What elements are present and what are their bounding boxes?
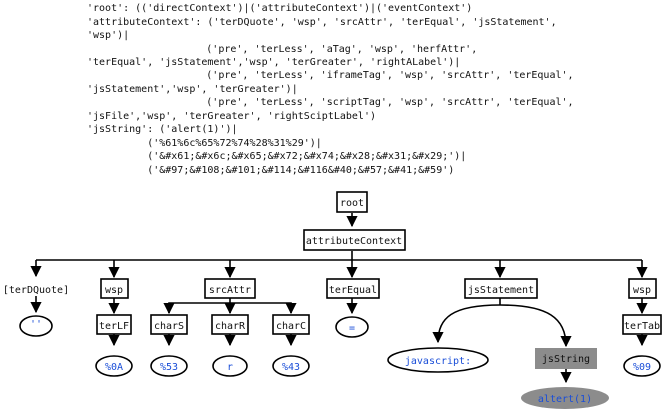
node-attribute-context: attributeContext bbox=[303, 229, 406, 251]
node-char-r: charR bbox=[211, 314, 249, 335]
svg-text:r: r bbox=[227, 362, 233, 373]
node-ter-lf: terLF bbox=[96, 314, 132, 335]
svg-text:'': '' bbox=[30, 319, 42, 330]
svg-text:altert(1): altert(1) bbox=[538, 394, 592, 405]
grammar-line: 'jsFile','wsp', 'terGreater', 'rightScip… bbox=[87, 111, 376, 122]
leaf-r: r bbox=[212, 355, 248, 377]
node-ter-tab: terTab bbox=[622, 314, 662, 335]
leaf-eq: = bbox=[335, 316, 369, 338]
grammar-line: ('pre', 'terLess', 'scriptTag', 'wsp', '… bbox=[122, 97, 574, 108]
grammar-listing: 'root': (('directContext')|('attributeCo… bbox=[87, 3, 574, 176]
node-wsp-2: wsp bbox=[628, 278, 657, 299]
svg-text:charR: charR bbox=[215, 321, 246, 332]
grammar-line: 'wsp')| bbox=[87, 30, 130, 41]
svg-text:charS: charS bbox=[154, 321, 184, 332]
svg-text:wsp: wsp bbox=[105, 285, 123, 296]
edge-to-leaf-javascript bbox=[432, 304, 501, 344]
node-src-attr: srcAttr bbox=[204, 278, 256, 299]
tree-edges bbox=[30, 213, 648, 384]
node-ter-equal: terEqual bbox=[326, 278, 380, 299]
svg-text:srcAttr: srcAttr bbox=[209, 285, 251, 296]
svg-text:terTab: terTab bbox=[624, 321, 660, 332]
grammar-line: 'jsString': ('alert(1)')| bbox=[87, 124, 238, 135]
svg-text:terLF: terLF bbox=[99, 321, 129, 332]
node-js-statement: jsStatement bbox=[464, 278, 538, 299]
svg-text:%09: %09 bbox=[633, 362, 651, 373]
leaf-quote: '' bbox=[19, 315, 53, 337]
leaf-javascript: javascript: bbox=[387, 347, 489, 373]
grammar-line: 'root': (('directContext')|('attributeCo… bbox=[87, 3, 473, 14]
leaf-09: %09 bbox=[623, 355, 661, 377]
svg-text:%53: %53 bbox=[160, 362, 178, 373]
svg-text:wsp: wsp bbox=[633, 285, 651, 296]
svg-text:%0A: %0A bbox=[105, 362, 123, 373]
node-terdquote: [terDQuote] bbox=[3, 285, 69, 296]
grammar-line: 'jsStatement','wsp', 'terGreater')| bbox=[87, 84, 298, 95]
node-wsp-1: wsp bbox=[100, 278, 129, 299]
svg-text:jsString: jsString bbox=[542, 354, 590, 365]
svg-text:=: = bbox=[349, 323, 355, 334]
edge-to-jsstring bbox=[499, 304, 572, 348]
node-root: root bbox=[336, 191, 368, 213]
svg-text:%43: %43 bbox=[282, 362, 300, 373]
node-js-string: jsString bbox=[535, 348, 597, 369]
svg-text:javascript:: javascript: bbox=[405, 356, 471, 367]
grammar-line: ('pre', 'terLess', 'aTag', 'wsp', 'herfA… bbox=[122, 44, 478, 55]
grammar-line: ('pre', 'terLess', 'iframeTag', 'wsp', '… bbox=[122, 70, 574, 81]
svg-text:charC: charC bbox=[276, 321, 306, 332]
svg-text:[terDQuote]: [terDQuote] bbox=[3, 285, 69, 296]
svg-text:jsStatement: jsStatement bbox=[468, 285, 534, 296]
grammar-line: ('%61%6c%65%72%74%28%31%29')| bbox=[87, 138, 322, 149]
leaf-43: %43 bbox=[272, 355, 310, 377]
svg-text:root: root bbox=[340, 198, 364, 209]
svg-text:attributeContext: attributeContext bbox=[306, 236, 402, 247]
grammar-line: 'terEqual', 'jsStatement','wsp', 'terGre… bbox=[87, 57, 461, 68]
svg-text:terEqual: terEqual bbox=[329, 285, 377, 296]
grammar-line: ('&#97;&#108;&#101;&#114;&#116&#40;&#57;… bbox=[87, 165, 455, 176]
leaf-0a: %0A bbox=[95, 355, 133, 377]
grammar-line: 'attributeContext': ('terDQuote', 'wsp',… bbox=[87, 17, 557, 28]
leaf-53: %53 bbox=[150, 355, 188, 377]
leaf-alert: altert(1) bbox=[521, 387, 609, 409]
node-char-s: charS bbox=[150, 314, 188, 335]
node-char-c: charC bbox=[272, 314, 310, 335]
grammar-line: ('&#x61;&#x6c;&#x65;&#x72;&#x74;&#x28;&#… bbox=[87, 151, 467, 162]
